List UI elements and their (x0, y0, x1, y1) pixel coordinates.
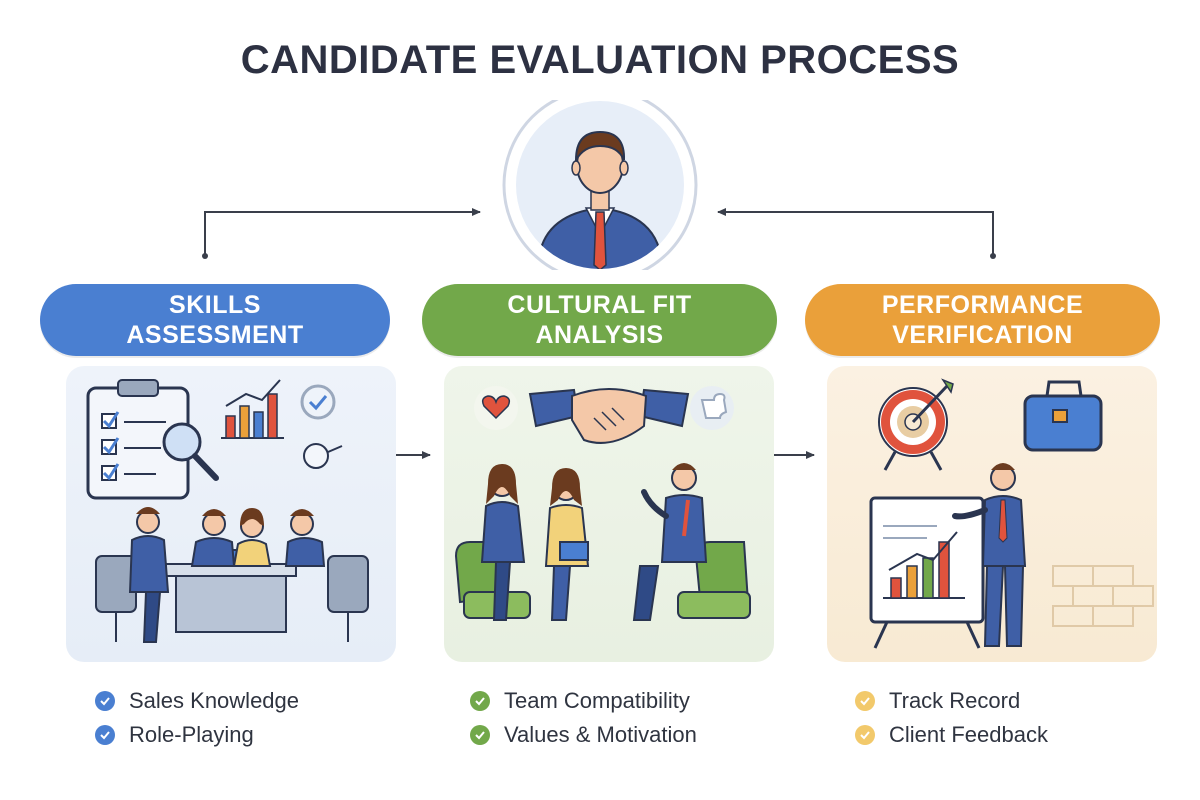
left-connector (204, 208, 481, 256)
meeting-scene (95, 507, 369, 643)
item-label: Team Compatibility (504, 688, 690, 713)
stage-label-line2: ASSESSMENT (126, 321, 304, 349)
stage-performance-verification: PERFORMANCE VERIFICATION (805, 284, 1160, 356)
target-icon (878, 378, 954, 471)
lightbulb-icon (303, 443, 343, 469)
check-icon (470, 725, 490, 745)
cultural-checklist: Team Compatibility Values & Motivation (470, 684, 697, 752)
puzzle-icon (690, 386, 734, 430)
stage-label-line1: CULTURAL FIT (507, 291, 692, 319)
list-item: Team Compatibility (470, 684, 697, 718)
presenter (952, 463, 1027, 647)
skills-checklist: Sales Knowledge Role-Playing (95, 684, 299, 752)
brick-wall (1052, 565, 1154, 627)
presentation-board-icon (869, 496, 985, 649)
candidate-avatar (498, 87, 702, 283)
bar-chart-icon (221, 379, 284, 439)
cultural-fit-illustration (444, 366, 774, 662)
stage-cultural-fit-analysis: CULTURAL FIT ANALYSIS (422, 284, 777, 356)
stage-label-line2: ANALYSIS (535, 321, 664, 349)
item-label: Role-Playing (129, 722, 254, 747)
stage-label-line2: VERIFICATION (892, 321, 1073, 349)
check-icon (855, 725, 875, 745)
handshake-icon (528, 388, 690, 444)
check-icon (95, 691, 115, 711)
magnifier-icon (162, 422, 219, 481)
performance-checklist: Track Record Client Feedback (855, 684, 1048, 752)
item-label: Sales Knowledge (129, 688, 300, 713)
right-connector (717, 208, 994, 256)
heart-icon (474, 386, 518, 430)
item-label: Track Record (889, 688, 1021, 713)
list-item: Sales Knowledge (95, 684, 299, 718)
page-title: CANDIDATE EVALUATION PROCESS (240, 38, 960, 82)
performance-verification-illustration (827, 366, 1157, 662)
stage-label-line1: SKILLS (169, 291, 261, 319)
check-icon (470, 691, 490, 711)
check-icon (855, 691, 875, 711)
check-icon (95, 725, 115, 745)
briefcase-icon (1023, 380, 1103, 452)
list-item: Values & Motivation (470, 718, 697, 752)
stage-label-line1: PERFORMANCE (881, 291, 1084, 319)
check-circle-icon (300, 384, 336, 420)
conversation-scene (454, 463, 751, 621)
list-item: Client Feedback (855, 718, 1048, 752)
list-item: Track Record (855, 684, 1048, 718)
list-item: Role-Playing (95, 718, 299, 752)
item-label: Client Feedback (889, 722, 1048, 747)
skills-assessment-illustration (66, 366, 396, 662)
item-label: Values & Motivation (504, 722, 697, 747)
stage-skills-assessment: SKILLS ASSESSMENT (40, 284, 390, 356)
